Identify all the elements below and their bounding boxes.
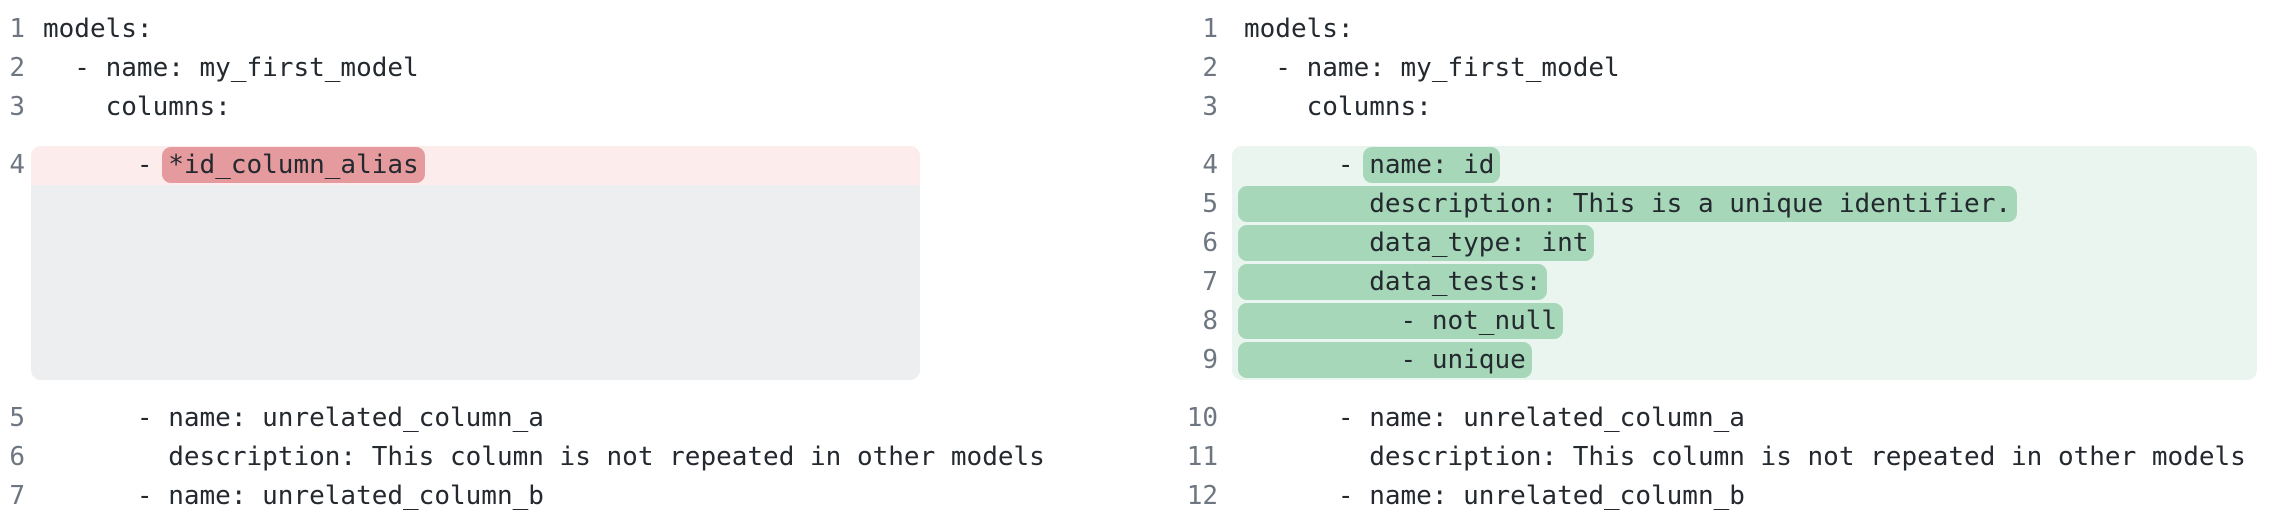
code-section: 1 2 3 models: - name: my_first_model column… bbox=[0, 10, 1139, 127]
code-line: - name: unrelated_column_a bbox=[31, 399, 1045, 438]
code-line: - name: unrelated_column_b bbox=[31, 477, 1045, 516]
removed-section: 4 - *id_column_alias bbox=[0, 146, 1139, 380]
code-line: - unique bbox=[1232, 341, 2257, 380]
code-line: - name: my_first_model bbox=[1232, 49, 1620, 88]
code-text: description: This column is not repeated… bbox=[1244, 442, 2246, 472]
added-token: data_tests: bbox=[1238, 264, 1548, 300]
code-text: - name: my_first_model bbox=[1244, 53, 1620, 83]
code-text: description: This column is not repeated… bbox=[43, 442, 1045, 472]
code-line: - name: unrelated_column_a bbox=[1232, 399, 2246, 438]
code-line: - *id_column_alias bbox=[31, 146, 920, 185]
line-number: 5 bbox=[1202, 189, 1218, 219]
code-text: columns: bbox=[43, 92, 231, 122]
code-line: data_type: int bbox=[1232, 224, 2257, 263]
code-panel-before: 1 2 3 models: - name: my_first_model column… bbox=[0, 10, 1139, 516]
code-line: models: bbox=[1232, 10, 1620, 49]
collapsed-filler bbox=[31, 185, 920, 380]
line-number: 7 bbox=[9, 481, 25, 511]
line-number-gutter: 4 bbox=[0, 146, 25, 380]
code-line: - name: my_first_model bbox=[31, 49, 419, 88]
line-number: 5 bbox=[9, 403, 25, 433]
line-number: 4 bbox=[9, 150, 25, 180]
code-section: 10 11 12 - name: unrelated_column_a descri… bbox=[1139, 399, 2278, 516]
line-number-gutter: 4 5 6 7 8 9 bbox=[1139, 146, 1218, 380]
code-text: - name: unrelated_column_a bbox=[43, 403, 544, 433]
line-number: 9 bbox=[1202, 345, 1218, 375]
code-line: columns: bbox=[1232, 88, 1620, 127]
code-text: - name: unrelated_column_b bbox=[43, 481, 544, 511]
code-text: - bbox=[43, 150, 169, 180]
code-line: - name: id bbox=[1232, 146, 2257, 185]
code-text: - bbox=[1244, 150, 1370, 180]
code-text: - name: unrelated_column_b bbox=[1244, 481, 1745, 511]
added-section: 4 5 6 7 8 9 - name: id description: This is a… bbox=[1139, 146, 2278, 380]
code-line: description: This column is not repeated… bbox=[1232, 438, 2246, 477]
code-line: description: This column is not repeated… bbox=[31, 438, 1045, 477]
added-token: - unique bbox=[1238, 342, 1532, 378]
line-number: 6 bbox=[1202, 228, 1218, 258]
code-text: - name: unrelated_column_a bbox=[1244, 403, 1745, 433]
line-number: 10 bbox=[1186, 403, 1218, 433]
line-number: 3 bbox=[9, 92, 25, 122]
code-text: - name: my_first_model bbox=[43, 53, 419, 83]
code-section: 1 2 3 models: - name: my_first_model column… bbox=[1139, 10, 2278, 127]
removed-block: - *id_column_alias bbox=[31, 146, 920, 380]
code-section: 5 6 7 - name: unrelated_column_a descripti… bbox=[0, 399, 1139, 516]
line-number: 8 bbox=[1202, 306, 1218, 336]
line-number: 4 bbox=[1202, 150, 1218, 180]
line-number: 1 bbox=[9, 14, 25, 44]
line-number: 2 bbox=[1202, 53, 1218, 83]
code-line: columns: bbox=[31, 88, 419, 127]
code-line: models: bbox=[31, 10, 419, 49]
code-text: models: bbox=[43, 14, 153, 44]
added-token: - not_null bbox=[1238, 303, 1564, 339]
line-number: 11 bbox=[1186, 442, 1218, 472]
code-line: description: This is a unique identifier… bbox=[1232, 185, 2257, 224]
line-number: 2 bbox=[9, 53, 25, 83]
line-number-gutter: 1 2 3 bbox=[1139, 10, 1218, 127]
code-line: - not_null bbox=[1232, 302, 2257, 341]
line-number-gutter: 1 2 3 bbox=[0, 10, 25, 127]
code-text: columns: bbox=[1244, 92, 1432, 122]
line-number: 6 bbox=[9, 442, 25, 472]
removed-token: *id_column_alias bbox=[162, 147, 425, 183]
line-number: 1 bbox=[1202, 14, 1218, 44]
code-text: models: bbox=[1244, 14, 1354, 44]
line-number: 7 bbox=[1202, 267, 1218, 297]
added-token: name: id bbox=[1363, 147, 1501, 183]
code-line: data_tests: bbox=[1232, 263, 2257, 302]
line-number: 12 bbox=[1186, 481, 1218, 511]
code-line: - name: unrelated_column_b bbox=[1232, 477, 2246, 516]
added-block: - name: id description: This is a unique… bbox=[1232, 146, 2257, 380]
added-token: data_type: int bbox=[1238, 225, 1595, 261]
line-number: 3 bbox=[1202, 92, 1218, 122]
line-number-gutter: 5 6 7 bbox=[0, 399, 25, 516]
line-number-gutter: 10 11 12 bbox=[1139, 399, 1218, 516]
added-token: description: This is a unique identifier… bbox=[1238, 186, 2018, 222]
